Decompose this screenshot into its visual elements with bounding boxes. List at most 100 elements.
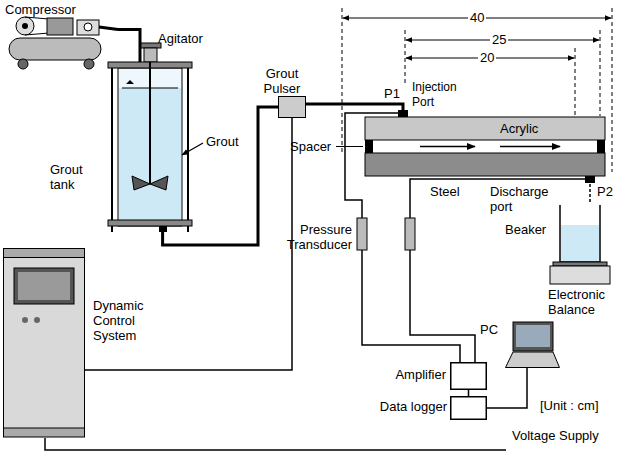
- agitator-motor: [140, 43, 161, 62]
- compressor-drawing-part: [77, 20, 99, 35]
- grout-tank-shape: [108, 62, 192, 232]
- agitator-motor-part: [144, 48, 157, 62]
- dimension-wrap: 20: [478, 50, 496, 65]
- discharge-port: [585, 176, 595, 183]
- port-label-wrap: Discharge port: [490, 184, 556, 214]
- test-plates-part: [420, 146, 475, 148]
- node-text-wrap: PC: [480, 322, 502, 337]
- grout-pulser: Grout Pulser: [250, 66, 315, 120]
- test-plates-part: [597, 140, 605, 153]
- amplifier-drawing-part: [451, 363, 487, 390]
- computer-shape: [505, 320, 560, 368]
- grout-tank-drawing-part: [126, 80, 134, 84]
- material-label: Grout: [206, 134, 239, 149]
- electronic-balance-part: [550, 266, 610, 284]
- test-plates-part: [365, 140, 373, 153]
- grout-tank-drawing-part: [111, 62, 113, 232]
- spacer-leader: [336, 146, 363, 147]
- grout-tank-drawing-part: [132, 176, 168, 190]
- part-label-wrap: Acrylic: [500, 121, 538, 136]
- compressor-drawing-part: [9, 38, 101, 60]
- port-label-wrap: Injection Port: [412, 80, 470, 110]
- agitator-motor-part: [140, 43, 161, 48]
- dimension-lines-part: [342, 8, 343, 152]
- port-label: Discharge port: [490, 184, 556, 214]
- part-label-wrap: Electronic Balance: [548, 287, 628, 317]
- grout-pulser-shape: [278, 96, 306, 118]
- pressure-transducers: [357, 218, 415, 250]
- control-system-drawing-part: [18, 272, 70, 300]
- transducer-wires-part: [362, 250, 460, 362]
- computer-drawing-part: [506, 352, 560, 368]
- control-system-drawing-part: [22, 317, 28, 323]
- electronic-balance: [550, 262, 610, 284]
- transducer-wires-part: [410, 250, 475, 362]
- part-label-wrap: Voltage Supply: [512, 428, 599, 443]
- transducer-wires-part: [345, 113, 398, 218]
- dimension-lines-part: [405, 30, 406, 84]
- electronic-balance-part: [553, 262, 607, 266]
- injection-port: [398, 110, 408, 117]
- control-system-shape: [3, 248, 85, 438]
- grout-tank-drawing-part: [108, 220, 192, 226]
- control-system: Dynamic Control System: [3, 246, 164, 440]
- dimension-lines-part: [600, 30, 601, 116]
- control-system-drawing-part: [34, 317, 40, 323]
- part-label: Acrylic: [500, 121, 538, 136]
- test-plates-part: [500, 146, 560, 148]
- amplifier-drawing: [450, 362, 487, 390]
- port-label: P2: [597, 184, 613, 199]
- compressor-drawing-part: [16, 17, 34, 35]
- compressor-drawing-part: [18, 59, 28, 69]
- control-system-drawing-part: [4, 256, 85, 430]
- part-label-wrap: Steel: [430, 184, 460, 199]
- voltage-supply-wire: [45, 438, 506, 450]
- data-logger-drawing: [450, 396, 487, 420]
- grout-pulser-drawing: [278, 96, 306, 118]
- compressor-drawing-part: [84, 59, 94, 69]
- control-system-drawing-part: [4, 249, 85, 258]
- compressor-shape: [3, 16, 118, 70]
- dimension: 25: [490, 32, 508, 47]
- material-label-wrap: Grout: [206, 134, 239, 149]
- signal-wire: [468, 390, 470, 396]
- dimension: 40: [468, 10, 486, 25]
- node-text: Amplifier: [380, 367, 446, 382]
- unit-note: [Unit : cm]: [540, 398, 599, 413]
- test-plates-part: [365, 153, 605, 176]
- dimension-lines: [342, 8, 612, 172]
- node-text: Compressor: [5, 2, 115, 17]
- part-label-wrap: Pressure Transducer: [264, 222, 352, 252]
- test-plates-part: [365, 117, 605, 140]
- node-text-wrap: Compressor: [5, 2, 115, 17]
- data-logger-drawing-part: [451, 397, 487, 420]
- node-text-wrap: Data logger: [370, 399, 447, 414]
- computer-drawing: [505, 320, 560, 368]
- compressor-drawing-part: [84, 23, 92, 31]
- port-label-wrap: P2: [597, 184, 613, 199]
- grout-tank: Grout tank: [50, 44, 195, 236]
- port-label: P1: [384, 86, 400, 101]
- node-text-wrap: Dynamic Control System: [93, 298, 163, 343]
- port-label: Injection Port: [412, 80, 470, 110]
- control-system-drawing: [3, 248, 85, 438]
- compressor-drawing-part: [25, 33, 49, 35]
- grout-tank-drawing-part: [159, 226, 167, 232]
- grout-pulser-drawing-part: [279, 97, 306, 118]
- signal-wire: [487, 368, 527, 408]
- grout-leader: [182, 143, 203, 155]
- port-label-wrap: P1: [384, 86, 400, 101]
- data-logger: Data logger: [370, 394, 488, 422]
- node-text: Grout Pulser: [250, 66, 314, 96]
- discharge-drip: [589, 184, 591, 202]
- grout-hose: [306, 104, 403, 110]
- part-label: Steel: [430, 184, 460, 199]
- compressor-drawing-part: [22, 23, 28, 29]
- part-label: Agitator: [158, 31, 203, 46]
- transducer-wires-part: [410, 179, 585, 218]
- dimension-wrap: 25: [490, 32, 508, 47]
- part-label: Spacer: [290, 139, 331, 154]
- grout-tank-drawing-part: [149, 62, 151, 184]
- part-label-wrap: Agitator: [158, 31, 203, 46]
